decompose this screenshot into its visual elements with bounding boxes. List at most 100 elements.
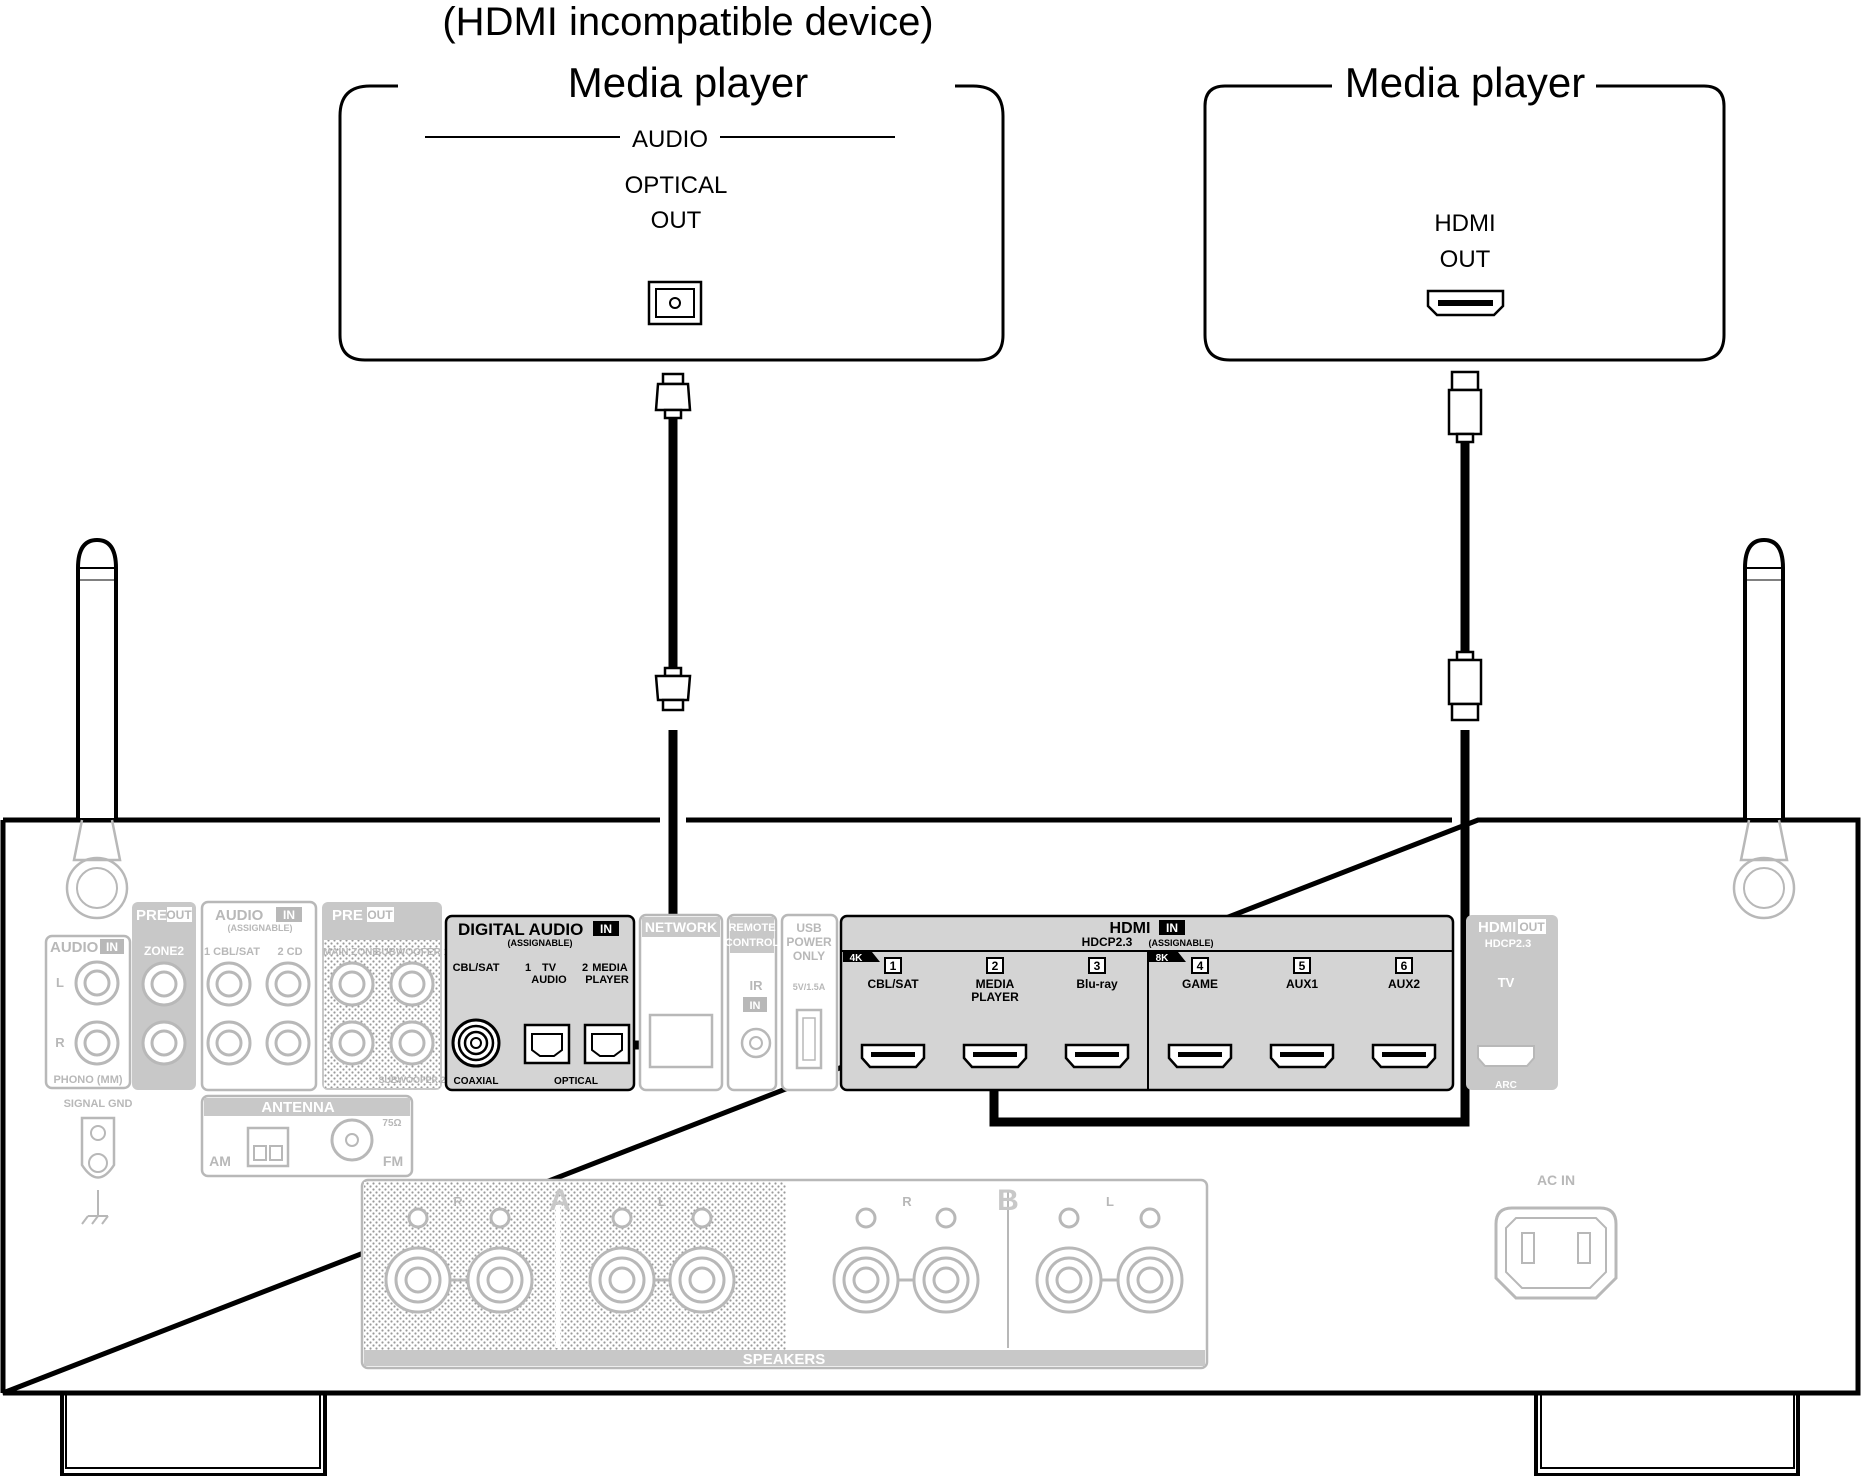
port-number: 3 <box>1094 959 1101 973</box>
panel-label: HDCP2.3 <box>1082 935 1133 949</box>
port-label: AUX1 <box>1286 977 1318 991</box>
panel-label: HDMI <box>1110 920 1151 937</box>
left-device-note: (HDMI incompatible device) <box>442 0 933 44</box>
panel-label: 2 <box>582 962 588 974</box>
port-number: 1 <box>890 959 897 973</box>
hdmi-in-panel: HDMI IN HDCP2.3 (ASSIGNABLE) 4K 8K 1CBL/… <box>839 914 1455 1092</box>
panel-label: L <box>1106 1194 1114 1209</box>
panel-label: 1 CBL/SAT <box>204 946 260 958</box>
hdmi-out-section: HDMI OUT HDCP2.3 TV ARC <box>1466 915 1558 1091</box>
panel-label: R <box>902 1194 912 1209</box>
left-device-title: Media player <box>568 59 808 106</box>
pre-out-section: PRE OUT MAIN ZONE SUBWOOFER 1 SUBWOOFER … <box>322 902 450 1090</box>
panel-label: HDMI <box>1478 919 1516 936</box>
panel-label: PRE <box>136 907 167 924</box>
antenna-section: ANTENNA AM 75Ω FM <box>200 1094 414 1178</box>
panel-label: L <box>56 975 64 990</box>
panel-label: (ASSIGNABLE) <box>1149 938 1214 948</box>
panel-label: B <box>997 1184 1019 1217</box>
port-label: GAME <box>1182 977 1218 991</box>
panel-label: SUBWOOFER 1 <box>375 947 450 958</box>
optical-out-port-icon <box>647 280 703 326</box>
hdmi-out-label-2: OUT <box>1440 246 1491 273</box>
panel-label: 1 <box>525 962 531 974</box>
usb-power-section: USB POWER ONLY 5V/1.5A <box>780 913 839 1092</box>
panel-label: 75Ω <box>382 1118 401 1129</box>
panel-label: DIGITAL AUDIO <box>458 920 583 939</box>
panel-label: IN <box>600 922 612 936</box>
panel-label: CBL/SAT <box>453 962 500 974</box>
panel-label: L <box>658 1194 666 1209</box>
panel-label: R <box>453 1194 463 1209</box>
port-label-line2: PLAYER <box>971 990 1019 1004</box>
panel-label: ONLY <box>793 949 825 963</box>
left-media-player: (HDMI incompatible device) Media player … <box>338 0 1005 362</box>
panel-label: FM <box>383 1153 403 1169</box>
optical-out-label-1: OPTICAL <box>625 172 728 199</box>
panel-label: 8K <box>1156 953 1170 964</box>
hdmi-port-pins <box>1075 1052 1119 1057</box>
panel-label: IN <box>283 908 295 922</box>
panel-label: OUT <box>1519 920 1545 934</box>
network-section: NETWORK <box>638 913 724 1092</box>
hdmi-port-pins <box>1382 1052 1426 1057</box>
panel-label: (ASSIGNABLE) <box>228 923 293 933</box>
digital-audio-in-panel: DIGITAL AUDIO IN (ASSIGNABLE) CBL/SAT 1 … <box>444 914 636 1092</box>
panel-label: AUDIO <box>50 939 99 956</box>
panel-label: 4K <box>850 953 864 964</box>
hdmi-port-pins <box>973 1052 1017 1057</box>
panel-label: NETWORK <box>645 919 717 935</box>
panel-label: ANTENNA <box>261 1099 334 1116</box>
optical-out-label-2: OUT <box>651 207 702 234</box>
hdmi-port-pins <box>1178 1052 1222 1057</box>
panel-label: R <box>55 1035 65 1050</box>
audio-in-phono-section: AUDIO IN L R PHONO (MM) SIGNAL GND <box>44 934 133 1225</box>
panel-label: ZONE2 <box>144 944 184 958</box>
panel-label: IR <box>750 978 764 993</box>
panel-label: SPEAKERS <box>743 1351 826 1368</box>
port-number: 6 <box>1401 959 1408 973</box>
port-number-box <box>1088 957 1106 974</box>
panel-label: PRE <box>332 907 363 924</box>
panel-label: HDCP2.3 <box>1485 938 1531 950</box>
right-media-player: Media player HDMI OUT <box>1203 59 1726 362</box>
panel-label: REMOTE <box>728 922 775 934</box>
panel-label: MEDIA <box>592 962 628 974</box>
panel-label: 5V/1.5A <box>793 982 826 992</box>
panel-label: SUBWOOFER 2 <box>378 1075 445 1085</box>
port-label: MEDIA <box>976 977 1015 991</box>
remote-control-section: REMOTE CONTROL IR IN <box>725 913 780 1092</box>
panel-label: MAIN ZONE <box>323 947 379 958</box>
right-wireless-antenna <box>1732 537 1796 920</box>
panel-label: AC IN <box>1537 1172 1575 1188</box>
panel-label: OUT <box>367 908 393 922</box>
panel-label: IN <box>1166 921 1178 935</box>
port-number: 5 <box>1299 959 1306 973</box>
panel-label: CONTROL <box>725 937 780 949</box>
hdmi-port-pins <box>1280 1052 1324 1057</box>
panel-label: TV <box>1498 975 1515 990</box>
optical-tv-port-icon <box>523 1023 571 1065</box>
panel-label: PHONO (MM) <box>53 1074 122 1086</box>
panel-label: ARC <box>1495 1080 1517 1091</box>
panel-label: POWER <box>786 935 832 949</box>
port-label: AUX2 <box>1388 977 1420 991</box>
pre-out-zone2-section: PRE OUT ZONE2 <box>132 902 196 1090</box>
panel-label: IN <box>750 1000 761 1012</box>
optical-media-player-port-icon <box>583 1023 631 1065</box>
left-wireless-antenna <box>65 537 129 920</box>
panel-label: AUDIO <box>215 907 264 924</box>
right-device-title: Media player <box>1345 59 1585 106</box>
port-label: Blu-ray <box>1076 977 1118 991</box>
port-number-box <box>986 957 1004 974</box>
hdmi-out-label-1: HDMI <box>1434 210 1495 237</box>
panel-label: OUT <box>166 908 192 922</box>
panel-label: OPTICAL <box>554 1076 598 1087</box>
port-number-box <box>1293 957 1311 974</box>
panel-label: SIGNAL GND <box>64 1098 133 1110</box>
